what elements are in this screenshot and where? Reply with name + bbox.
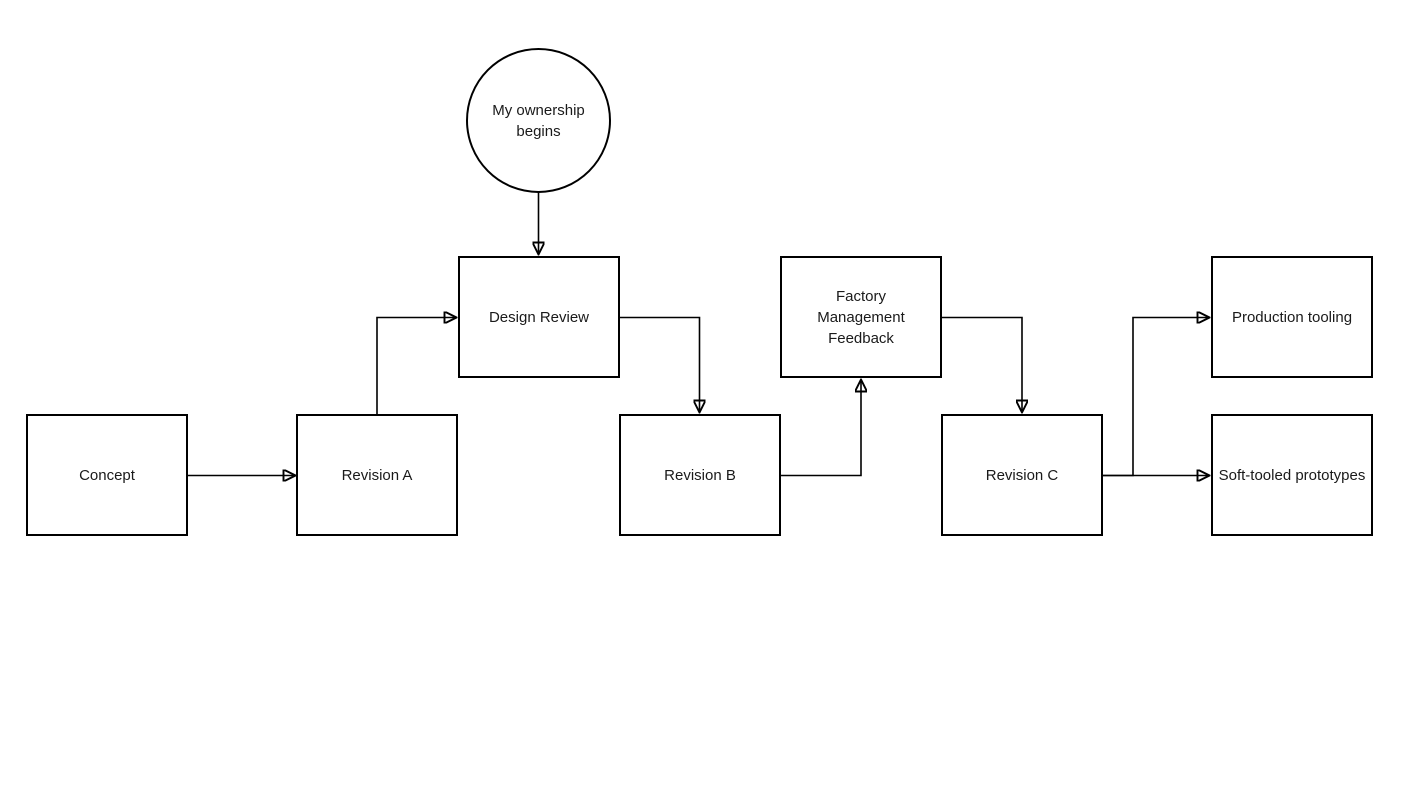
edge-factory-management-feedback-to-revision-c — [942, 316, 1022, 413]
node-concept-label: Concept — [79, 466, 135, 484]
node-design-review-label: Design Review — [488, 308, 590, 326]
node-revision-b-label: Revision B — [664, 466, 736, 484]
node-soft-tooled-prototypes-label: Soft-tooled prototypes — [1218, 466, 1366, 484]
node-factory-management-feedback-label: Factory Management Feedback — [817, 287, 905, 347]
node-soft-tooled-prototypes[interactable]: Soft-tooled prototypes — [1211, 414, 1373, 536]
edge-design-review-to-revision-b — [620, 316, 700, 413]
node-revision-a[interactable]: Revision A — [296, 414, 458, 536]
node-start[interactable]: My ownership begins — [466, 48, 611, 193]
node-revision-c-label: Revision C — [985, 466, 1059, 484]
node-revision-a-label: Revision A — [341, 466, 413, 484]
node-concept[interactable]: Concept — [26, 414, 188, 536]
node-revision-c[interactable]: Revision C — [941, 414, 1103, 536]
node-start-label: My ownership begins — [492, 101, 585, 140]
edge-revision-c-to-production-tooling — [1103, 318, 1210, 477]
node-production-tooling-label: Production tooling — [1231, 308, 1353, 326]
node-revision-b[interactable]: Revision B — [619, 414, 781, 536]
edge-revision-a-to-design-review — [376, 318, 457, 414]
edge-revision-b-to-factory-management-feedback — [781, 380, 861, 477]
node-factory-management-feedback[interactable]: Factory Management Feedback — [780, 256, 942, 378]
node-production-tooling[interactable]: Production tooling — [1211, 256, 1373, 378]
node-design-review[interactable]: Design Review — [458, 256, 620, 378]
